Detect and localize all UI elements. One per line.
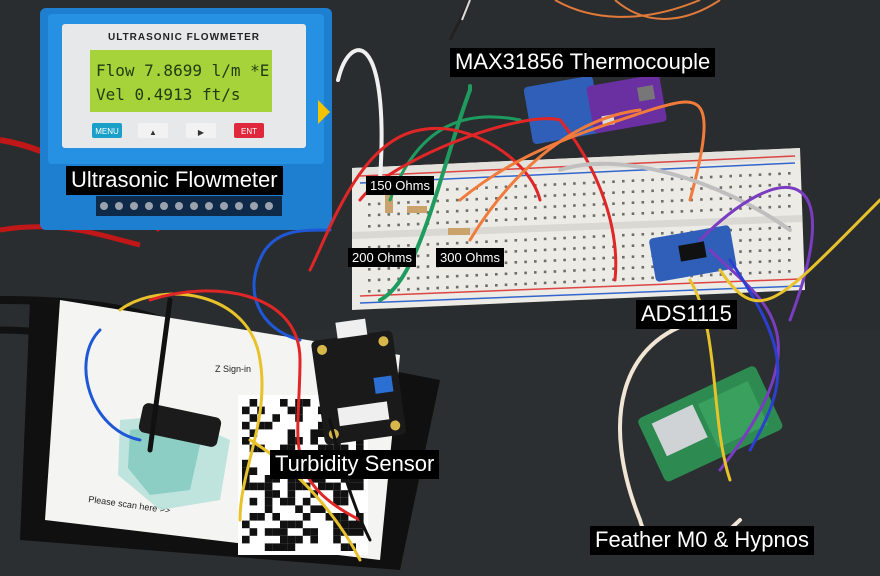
label-150-ohms: 150 Ohms — [366, 176, 434, 195]
up-button-label: ▲ — [149, 128, 157, 137]
label-ads1115: ADS1115 — [636, 300, 737, 329]
label-turbidity: Turbidity Sensor — [270, 450, 440, 479]
label-feather: Feather M0 & Hypnos — [590, 526, 814, 555]
label-flowmeter: Ultrasonic Flowmeter — [66, 166, 283, 195]
breadboard — [352, 148, 805, 310]
flowmeter-lcd-line2: Vel 0.4913 ft/s — [96, 85, 241, 104]
ent-button-label: ENT — [241, 127, 257, 136]
label-200-ohms: 200 Ohms — [348, 248, 416, 267]
turbidity-probe — [118, 403, 230, 510]
resistors — [385, 195, 470, 235]
flowmeter-device: ULTRASONIC FLOWMETER Flow 7.8699 l/m *E … — [40, 8, 332, 230]
label-max31856: MAX31856 Thermocouple — [450, 48, 716, 77]
label-300-ohms: 300 Ohms — [436, 248, 504, 267]
flowmeter-lcd-line1: Flow 7.8699 l/m *E — [96, 61, 269, 80]
wires — [84, 48, 880, 562]
ads1115-board — [649, 225, 737, 282]
right-button-label: ▶ — [198, 128, 205, 137]
flowmeter-brand: ULTRASONIC FLOWMETER — [108, 32, 260, 43]
flowmeter-terminals — [100, 202, 273, 210]
menu-button-label: MENU — [95, 127, 119, 136]
sign-top-text: Z Sign-in — [215, 364, 251, 374]
